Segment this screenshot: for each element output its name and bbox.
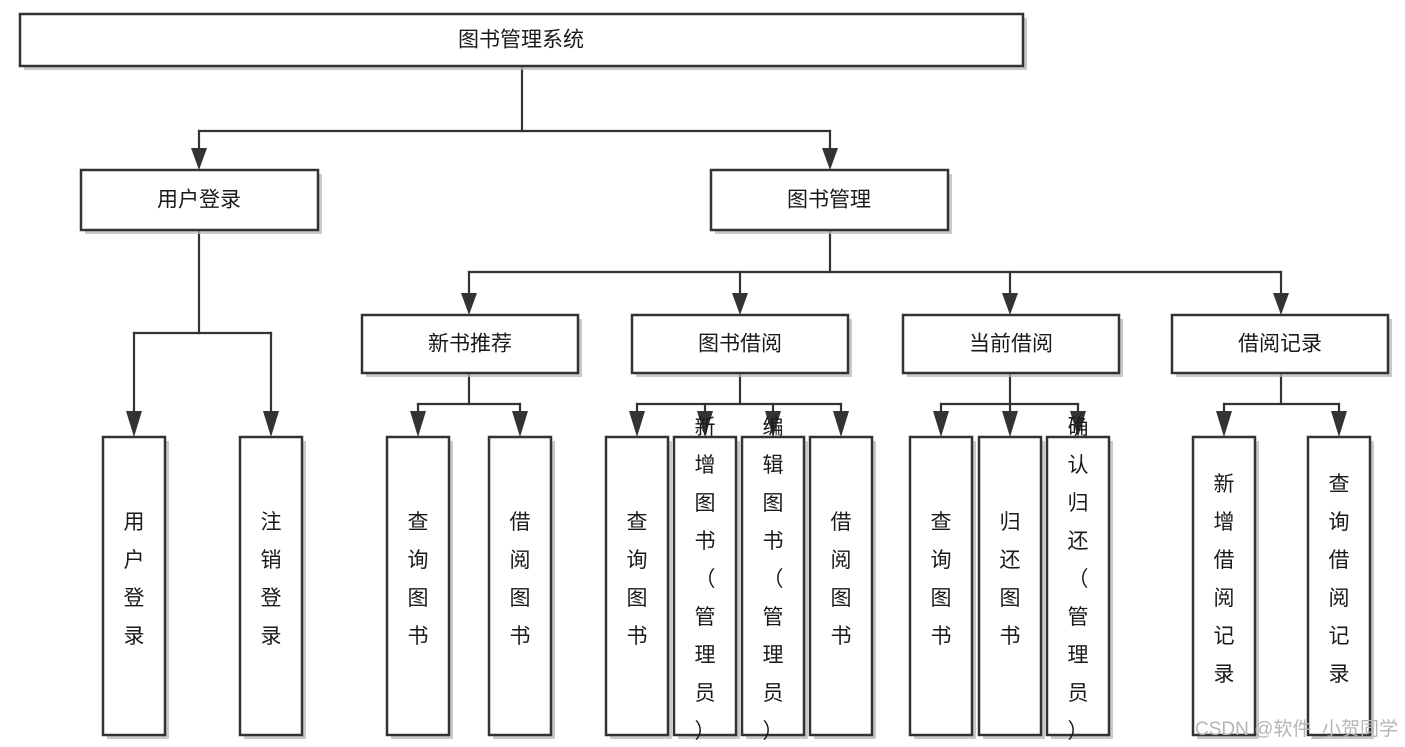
node-leaf-add-book[interactable]: 新增图书（管理员） — [672, 416, 740, 743]
node-book-borrow-label: 图书借阅 — [698, 333, 782, 356]
arrow-to-book-manage — [822, 148, 838, 170]
node-leaf-borrow-book-1-label: 借阅图书 — [510, 511, 531, 648]
watermark-text: CSDN @软件_小贺同学 — [1195, 718, 1398, 740]
arrow-to-user-login — [191, 148, 207, 170]
arrow-leaf-query-book-2 — [629, 411, 645, 437]
node-leaf-query-book-2[interactable]: 查询图书 — [604, 435, 672, 739]
node-leaf-user-login[interactable]: 用户登录 — [101, 435, 169, 739]
arrow-to-book-borrow — [732, 293, 748, 315]
node-leaf-borrow-book-2-label: 借阅图书 — [831, 511, 852, 648]
node-book-borrow[interactable]: 图书借阅 — [630, 313, 852, 377]
node-leaf-user-login-label: 用户登录 — [124, 511, 145, 648]
node-root-label: 图书管理系统 — [458, 29, 584, 52]
arrow-leaf-borrow-book-1 — [512, 411, 528, 437]
node-leaf-edit-book-label: 编辑图书（管理员） — [763, 416, 784, 743]
node-current-borrow[interactable]: 当前借阅 — [901, 313, 1123, 377]
arrow-leaf-query-book-1 — [410, 411, 426, 437]
arrow-to-current-borrow — [1002, 293, 1018, 315]
arrow-leaf-edit-book — [765, 411, 781, 437]
node-borrow-record-label: 借阅记录 — [1238, 333, 1322, 356]
connectors-layer — [126, 65, 1347, 437]
arrow-leaf-query-book-3 — [933, 411, 949, 437]
arrow-leaf-borrow-book-2 — [833, 411, 849, 437]
node-leaf-query-record[interactable]: 查询借阅记录 — [1306, 435, 1374, 739]
node-leaf-query-book-1[interactable]: 查询图书 — [385, 435, 453, 739]
arrow-leaf-user-login — [126, 411, 142, 437]
arrow-leaf-add-record — [1216, 411, 1232, 437]
node-leaf-query-record-label: 查询借阅记录 — [1329, 473, 1350, 686]
node-leaf-borrow-book-2[interactable]: 借阅图书 — [808, 435, 876, 739]
node-leaf-add-record[interactable]: 新增借阅记录 — [1191, 435, 1259, 739]
node-leaf-return-book[interactable]: 归还图书 — [977, 435, 1045, 739]
node-borrow-record[interactable]: 借阅记录 — [1170, 313, 1392, 377]
node-new-book-rec-label: 新书推荐 — [428, 333, 512, 356]
arrow-leaf-return-book — [1002, 411, 1018, 437]
node-leaf-borrow-book-1[interactable]: 借阅图书 — [487, 435, 555, 739]
arrow-leaf-confirm-return — [1070, 411, 1086, 437]
node-leaf-logout-label: 注销登录 — [261, 511, 282, 648]
arrow-leaf-logout — [263, 411, 279, 437]
node-leaf-query-book-3-label: 查询图书 — [931, 511, 952, 648]
node-current-borrow-label: 当前借阅 — [969, 333, 1053, 356]
node-new-book-rec[interactable]: 新书推荐 — [360, 313, 582, 377]
node-book-manage-label: 图书管理 — [787, 189, 871, 212]
node-leaf-edit-book[interactable]: 编辑图书（管理员） — [740, 416, 808, 743]
node-leaf-confirm-return[interactable]: 确认归还（管理员） — [1045, 416, 1113, 743]
arrow-leaf-add-book — [697, 411, 713, 437]
node-user-login-label: 用户登录 — [157, 189, 241, 212]
node-leaf-query-book-2-label: 查询图书 — [627, 511, 648, 648]
arrow-to-borrow-record — [1273, 293, 1289, 315]
arrow-leaf-query-record — [1331, 411, 1347, 437]
arrow-to-new-book-rec — [461, 293, 477, 315]
node-root[interactable]: 图书管理系统 — [18, 12, 1027, 70]
node-leaf-query-book-1-label: 查询图书 — [408, 511, 429, 648]
node-leaf-return-book-label: 归还图书 — [1000, 511, 1021, 648]
node-leaf-add-record-label: 新增借阅记录 — [1214, 473, 1235, 686]
node-book-manage[interactable]: 图书管理 — [709, 168, 952, 234]
node-leaf-logout[interactable]: 注销登录 — [238, 435, 306, 739]
node-leaf-query-book-3[interactable]: 查询图书 — [908, 435, 976, 739]
node-leaf-add-book-label: 新增图书（管理员） — [695, 416, 716, 743]
node-user-login[interactable]: 用户登录 — [79, 168, 322, 234]
node-leaf-confirm-return-label: 确认归还（管理员） — [1068, 416, 1089, 743]
